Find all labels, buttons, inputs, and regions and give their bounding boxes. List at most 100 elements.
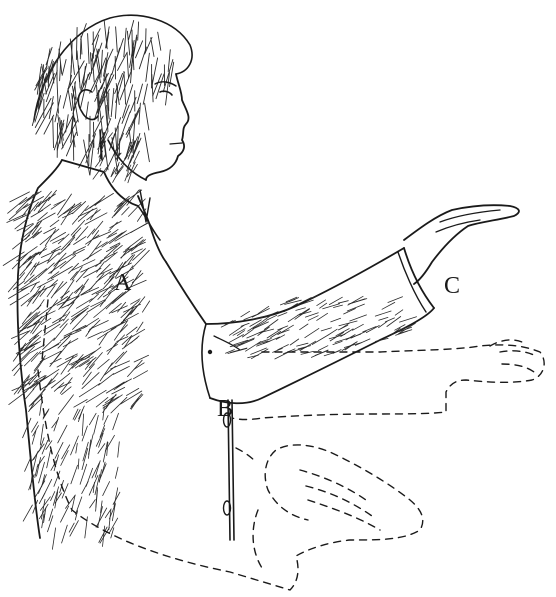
hatch-stroke [90,53,91,74]
hatch-stroke [131,162,136,172]
hatch-stroke [103,290,114,297]
hatch-stroke [142,301,149,312]
hatch-stroke [146,53,150,81]
hatch-stroke [37,194,56,207]
hatch-stroke [90,500,96,508]
hatch-stroke [44,115,54,134]
hatch-stroke [355,339,370,346]
hatch-stroke [80,464,87,484]
hatch-stroke [117,199,129,209]
hatch-stroke [258,327,270,336]
hatch-stroke [81,279,89,290]
hatch-stroke [295,309,310,319]
hatch-stroke [88,34,90,64]
hatch-stroke [96,429,105,447]
hatch-stroke [103,397,119,406]
label-c: C [444,273,460,299]
hatch-stroke [24,263,36,280]
hatch-stroke [238,338,255,345]
hatch-stroke [63,339,78,347]
hatch-stroke [59,253,75,262]
hatch-stroke [116,351,127,363]
hatch-stroke [109,352,124,368]
hatch-stroke [60,63,61,81]
hatch-stroke [10,192,30,202]
hatch-stroke [59,395,74,415]
hatch-stroke [306,295,318,300]
hatch-stroke [127,53,128,78]
hatch-stroke [315,351,328,356]
hatch-stroke [300,324,308,330]
hatch-stroke [73,201,86,213]
hatch-stroke [253,321,266,328]
hatch-stroke [122,207,130,215]
hatch-stroke [62,525,68,543]
hatch-stroke [27,322,40,329]
hatch-stroke [30,269,47,282]
hatch-stroke [46,373,58,387]
hatch-stroke [382,302,395,309]
hatch-stroke [241,311,250,317]
raised-arm [166,205,519,403]
hatch-stroke [105,435,114,451]
hatch-stroke [399,323,416,333]
hatch-stroke [139,103,141,124]
hatch-stroke [126,223,148,235]
hatch-stroke [33,426,39,436]
hatch-stroke [48,190,56,200]
hatch-stroke [288,314,300,322]
hatch-stroke [312,335,328,345]
hatch-stroke [44,512,46,523]
hatch-stroke [23,505,32,521]
hatch-stroke [76,497,82,515]
hatch-stroke [27,286,41,306]
hatch-stroke [59,303,74,321]
hatch-stroke [329,297,342,304]
hatch-stroke [108,343,117,355]
hatch-stroke [350,315,367,321]
hatch-stroke [109,518,117,533]
hatch-stroke [51,492,55,501]
hatch-stroke [129,20,134,39]
hatch-stroke [38,213,48,221]
hatch-stroke [86,235,100,244]
hatch-stroke [54,253,66,266]
hatch-stroke [94,415,99,434]
hatch-stroke [317,313,328,320]
hatch-stroke [55,442,63,458]
hatch-stroke [136,41,143,58]
hatch-stroke [328,329,337,335]
hatch-stroke [103,482,110,496]
hatch-stroke [89,294,98,302]
hatch-stroke [131,394,142,407]
hatch-stroke [158,32,161,50]
hatch-stroke [103,395,122,408]
hatch-stroke [74,237,86,245]
hatch-stroke [100,528,109,544]
hatch-stroke [68,89,72,111]
hatch-stroke [353,324,364,330]
hatch-stroke [290,339,299,345]
hatch-stroke [338,325,347,330]
hatch-stroke [34,356,45,371]
hatch-stroke [71,308,88,320]
hatch-stroke [3,252,24,266]
hatch-stroke [82,448,88,469]
hatch-stroke [338,301,348,304]
hatch-stroke [111,89,114,117]
hatch-stroke [49,342,61,349]
hatch-stroke [229,335,244,343]
hatch-stroke [50,220,59,227]
hatch-stroke [275,352,288,359]
hatch-stroke [94,308,105,318]
hatch-stroke [53,117,54,148]
hatch-stroke [76,443,78,453]
hatch-stroke [113,413,119,429]
hatch-stroke [69,523,74,532]
hatch-stroke [64,330,81,337]
jacket-torso [3,160,234,549]
hatch-stroke [114,381,127,390]
hatch-stroke [124,28,126,57]
hatch-stroke [32,95,40,126]
